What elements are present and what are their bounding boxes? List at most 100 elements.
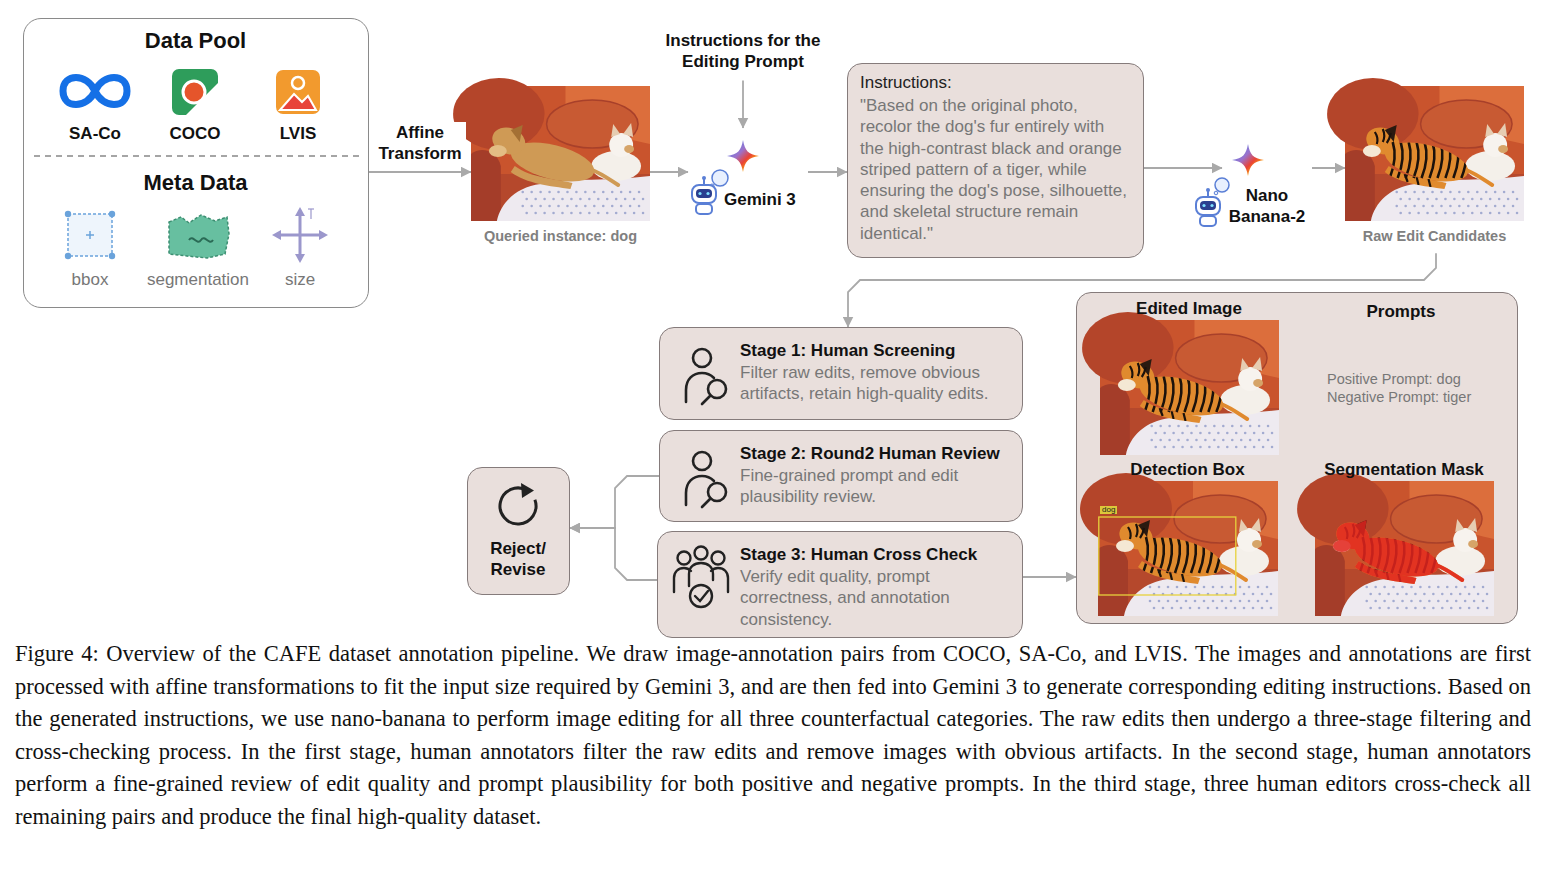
blanket-dot <box>1383 585 1386 588</box>
blanket-dot <box>1242 592 1245 595</box>
blanket-dot <box>1213 424 1216 427</box>
node-text: Reject/ Revise <box>468 538 568 581</box>
blanket-dot <box>1476 205 1479 208</box>
tiger-stripe <box>1192 376 1197 412</box>
connector-arrow <box>1023 576 1076 578</box>
tiger-stripe <box>1383 129 1384 142</box>
illustration-part <box>698 192 701 195</box>
tiger-stripe <box>1453 142 1458 178</box>
blanket-dot <box>1399 212 1402 215</box>
blanket-dot <box>1211 599 1214 602</box>
blanket-dot <box>1392 599 1395 602</box>
node-text: Nano Banana-2 <box>1227 185 1307 228</box>
blanket-dot <box>575 191 578 194</box>
tiger-stripe <box>1405 174 1408 182</box>
connector-arrow <box>1144 167 1222 169</box>
blanket-dot <box>620 191 623 194</box>
animal-figure <box>1332 517 1442 583</box>
blanket-dot <box>1437 585 1440 588</box>
blanket-dot <box>633 198 636 201</box>
blanket-dot <box>1476 606 1479 609</box>
node-text: Stage 2: Round2 Human Review <box>740 443 1000 464</box>
blanket-dot <box>575 205 578 208</box>
animal-snout <box>1117 379 1135 391</box>
illustration-part <box>272 230 281 240</box>
blanket-dot <box>597 198 600 201</box>
cat-ear <box>1467 518 1477 532</box>
tiger-stripe <box>1140 528 1144 538</box>
node-text: Negative Prompt: tiger <box>1327 388 1471 406</box>
blanket-dot <box>1256 599 1259 602</box>
illustration-part <box>276 70 320 114</box>
blanket-dot <box>1435 198 1438 201</box>
blanket-dot <box>1396 606 1399 609</box>
node-text: Raw Edit Candidates <box>1345 227 1524 245</box>
tiger-stripe <box>1398 142 1403 178</box>
blanket-dot <box>1260 592 1263 595</box>
stage-box: Stage 1: Human ScreeningFilter raw edits… <box>659 327 1023 420</box>
blanket-dot <box>1476 191 1479 194</box>
blanket-dot <box>1234 445 1237 448</box>
blanket-dot <box>1494 205 1497 208</box>
blanket-dot <box>1458 606 1461 609</box>
sofa-arm <box>471 150 501 221</box>
blanket-dot <box>1374 599 1377 602</box>
blanket-dot <box>1265 599 1268 602</box>
illustration-part <box>63 78 127 105</box>
blanket-dot <box>1161 606 1164 609</box>
node-text: Instructions for the Editing Prompt <box>640 30 846 73</box>
connector-arrow <box>570 476 659 528</box>
tiger-stripe <box>1158 569 1161 577</box>
blanket-dot <box>1369 592 1372 595</box>
cat-head <box>1238 367 1262 391</box>
blanket-dot <box>1462 212 1465 215</box>
blanket-dot <box>548 205 551 208</box>
tiger-stripe <box>1128 527 1131 539</box>
blanket-dot <box>1516 212 1519 215</box>
animal-snout <box>1332 540 1350 552</box>
blanket-dot <box>597 212 600 215</box>
blanket-dot <box>1417 198 1420 201</box>
illustration-part <box>1196 188 1220 226</box>
tiger-stripe <box>1200 376 1205 412</box>
edge-label: Affine Transform <box>374 122 466 165</box>
blanket-dot <box>1229 585 1232 588</box>
box-class-label: dog <box>1100 506 1117 514</box>
blanket <box>1125 410 1278 455</box>
tiger-stripe <box>1417 177 1419 185</box>
node-text: Verify edit quality, prompt correctness,… <box>740 566 1018 630</box>
illustration-part <box>292 77 304 89</box>
blanket-dot <box>1163 445 1166 448</box>
illustration-part <box>686 452 726 507</box>
blanket-dot <box>1204 438 1207 441</box>
blanket-dot <box>1410 599 1413 602</box>
tiger-stripe <box>1136 524 1138 537</box>
tiger-stripes <box>1129 363 1220 421</box>
blanket-dot <box>1426 198 1429 201</box>
blanket-dot <box>525 212 528 215</box>
illustration-part <box>183 81 205 103</box>
illustration-part <box>692 185 716 203</box>
blanket-dot <box>1404 205 1407 208</box>
tiger-stripe <box>1387 133 1391 143</box>
node-text: Prompts <box>1321 301 1481 322</box>
blanket-dot <box>1261 445 1264 448</box>
blanket-dot <box>1202 585 1205 588</box>
cat-ear <box>623 123 633 137</box>
blanket-dot <box>552 212 555 215</box>
cat-ear <box>1455 519 1464 532</box>
blanket-dot <box>1225 445 1228 448</box>
blanket-dot <box>1186 438 1189 441</box>
blanket-dot <box>584 205 587 208</box>
blanket-dot <box>1449 191 1452 194</box>
blanket-dot <box>570 198 573 201</box>
blanket-dot <box>1467 592 1470 595</box>
blanket-dot <box>1220 585 1223 588</box>
blanket-dot <box>521 205 524 208</box>
blanket-dot <box>1423 592 1426 595</box>
blanket-dot <box>1230 424 1233 427</box>
blanket-dot <box>1220 599 1223 602</box>
blanket-dot <box>1423 606 1426 609</box>
step-label: Instructions for the Editing Prompt <box>640 28 846 81</box>
tiger-stripe <box>1216 376 1221 412</box>
